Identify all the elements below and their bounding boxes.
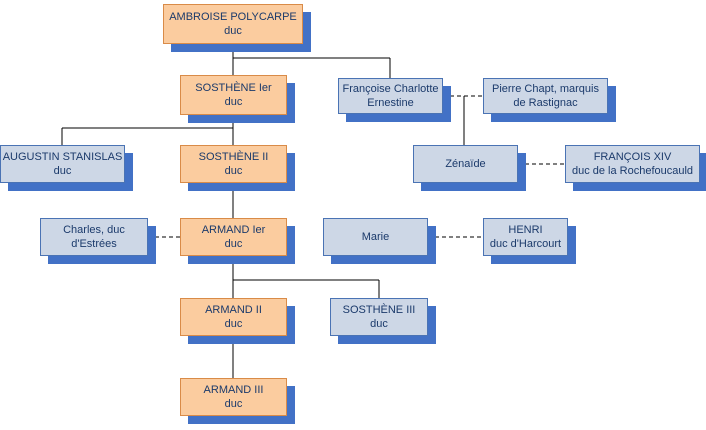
node-subtitle: duc [224,165,243,177]
node-zenaide[interactable]: Zénaïde [413,145,518,183]
node-title: FRANÇOIS XIV [593,151,672,163]
node-subtitle: de Rastignac [513,97,578,109]
node-title: AMBROISE POLYCARPE [169,11,297,23]
node-title: Zénaïde [445,158,486,170]
node-title: HENRI [508,224,543,236]
node-subtitle: duc [224,96,243,108]
node-subtitle: duc [224,25,242,37]
node-francois-xiv[interactable]: FRANÇOIS XIV duc de la Rochefoucauld [565,145,700,183]
node-title: SOSTHÈNE III [342,304,416,316]
node-title: Marie [361,231,390,243]
node-subtitle: d'Estrées [71,238,117,250]
node-armand-ier[interactable]: ARMAND Ier duc [180,218,287,256]
node-title: SOSTHÈNE II [198,151,269,163]
node-sosthene-iii[interactable]: SOSTHÈNE III duc [330,298,428,336]
node-henri-harcourt[interactable]: HENRI duc d'Harcourt [483,218,568,256]
node-armand-ii[interactable]: ARMAND II duc [180,298,287,336]
node-subtitle: duc [224,318,243,330]
node-sosthene-ii[interactable]: SOSTHÈNE II duc [180,145,287,183]
node-ambroise-polycarpe[interactable]: AMBROISE POLYCARPE duc [163,4,303,44]
node-title: SOSTHÈNE Ier [195,82,272,94]
node-subtitle: Ernestine [367,97,414,109]
node-title: Françoise Charlotte [342,83,439,95]
node-title: Charles, duc [63,224,125,236]
node-pierre-chapt[interactable]: Pierre Chapt, marquis de Rastignac [483,78,608,114]
node-armand-iii[interactable]: ARMAND III duc [180,378,287,416]
node-title: ARMAND II [205,304,262,316]
node-marie[interactable]: Marie [323,218,428,256]
node-subtitle: duc [224,238,243,250]
node-francoise-charlotte[interactable]: Françoise Charlotte Ernestine [338,78,443,114]
node-subtitle: duc [370,318,388,330]
node-title: Pierre Chapt, marquis [492,83,599,95]
node-subtitle: duc d'Harcourt [489,238,562,250]
node-sosthene-ier[interactable]: SOSTHÈNE Ier duc [180,75,287,115]
node-augustin-stanislas[interactable]: AUGUSTIN STANISLAS duc [0,145,125,183]
node-title: ARMAND Ier [201,224,266,236]
node-title: AUGUSTIN STANISLAS [2,151,123,163]
node-charles-estrees[interactable]: Charles, duc d'Estrées [40,218,148,256]
node-subtitle: duc de la Rochefoucauld [571,165,694,177]
node-subtitle: duc [224,398,243,410]
node-subtitle: duc [53,165,72,177]
node-title: ARMAND III [203,384,264,396]
